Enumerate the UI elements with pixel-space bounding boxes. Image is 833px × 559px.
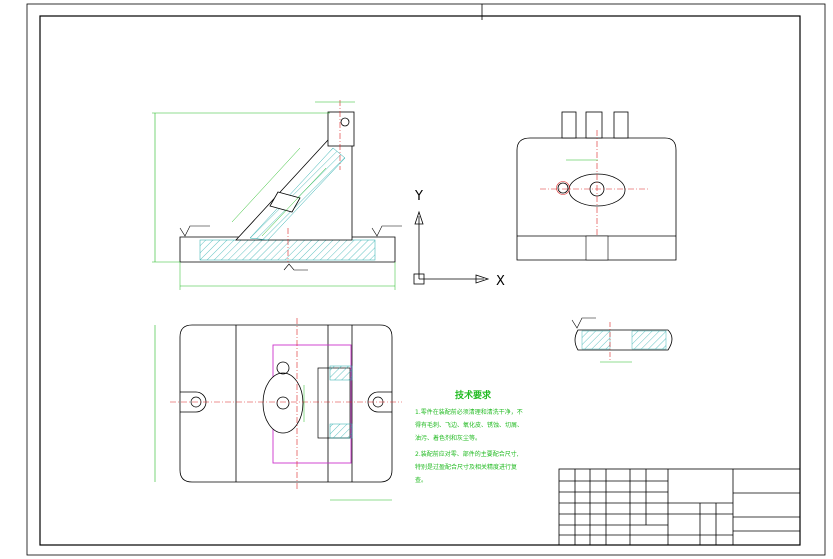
axis-label-y: Y	[414, 189, 423, 204]
arm-hatch	[249, 147, 346, 241]
tech-line-3: 油污、着色剂和灰尘等。	[415, 434, 481, 442]
tech-line-1: 1.零件在装配前必须清理和清洗干净，不	[415, 408, 523, 416]
title-block	[558, 468, 801, 546]
side-view	[516, 111, 677, 262]
axis-label-x: X	[496, 274, 505, 289]
tech-line-5: 特别是过盈配合尺寸及相关精度进行复	[415, 463, 517, 471]
tech-requirements: 技术要求 1.零件在装配前必须清理和清洗干净，不 得有毛刺、飞边、氧化皮、锈蚀、…	[415, 389, 523, 484]
outer-border	[26, 3, 826, 556]
tech-title: 技术要求	[455, 389, 492, 401]
tech-line-6: 查。	[415, 476, 427, 484]
front-section-view	[152, 100, 402, 290]
axis-indicator	[413, 210, 490, 285]
inner-border	[39, 15, 801, 546]
tech-line-4: 2.装配前应对零、部件的主要配合尺寸,	[415, 450, 519, 458]
detail-section	[571, 317, 673, 363]
plan-view	[154, 318, 402, 501]
base-hatch	[199, 239, 376, 261]
tech-line-2: 得有毛刺、飞边、氧化皮、锈蚀、切屑、	[415, 421, 523, 429]
